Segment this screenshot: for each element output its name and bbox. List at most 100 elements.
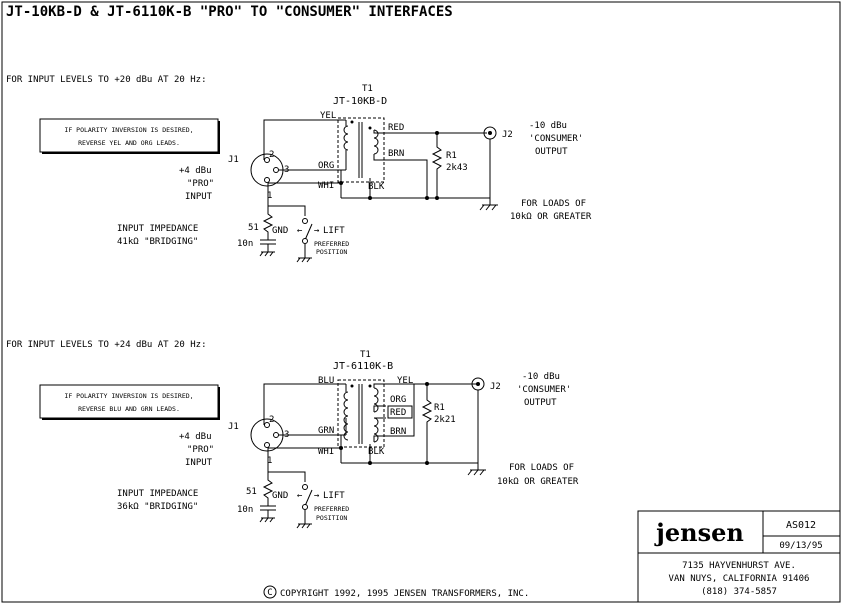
polarity-note-line-2: REVERSE YEL AND ORG LEADS. — [78, 139, 180, 147]
r1-value: 2k43 — [446, 163, 468, 173]
j1-pin-3 — [273, 432, 279, 438]
wire-brn — [373, 384, 415, 442]
transformer-outline — [337, 117, 385, 183]
document-number: AS012 — [786, 520, 816, 531]
r1-ref: R1 — [446, 151, 457, 161]
circuit-2-heading: FOR INPUT LEVELS TO +24 dBu AT 20 Hz: — [6, 340, 206, 350]
r1-value: 2k21 — [434, 415, 456, 425]
wire-yel-out — [373, 383, 478, 388]
input-label: INPUT — [185, 458, 213, 468]
wire-brn — [373, 154, 428, 198]
pin-1-label: 1 — [267, 191, 272, 201]
resistor-51 — [262, 206, 274, 240]
lead-org: ORG — [390, 395, 406, 405]
lead-yel: YEL — [397, 376, 413, 386]
lead-blk: BLK — [368, 447, 385, 457]
transformer-outline — [337, 379, 385, 448]
gnd-label: GND — [272, 491, 288, 501]
pin-2-label: 2 — [269, 150, 274, 160]
capacitor-value: 10n — [237, 505, 253, 515]
primary-winding — [343, 391, 349, 441]
arrow-right-icon: → — [314, 226, 320, 236]
lead-brn: BRN — [388, 149, 404, 159]
impedance-line-2: 36kΩ "BRIDGING" — [117, 502, 198, 512]
output-consumer: 'CONSUMER' — [517, 385, 571, 395]
lead-brn: BRN — [390, 427, 406, 437]
address-line-2: VAN NUYS, CALIFORNIA 91406 — [669, 574, 810, 584]
red-lead-box — [387, 405, 413, 419]
output-level: -10 dBu — [529, 121, 567, 131]
input-pro: "PRO" — [187, 179, 214, 189]
resistor-value: 51 — [246, 487, 257, 497]
transformer-ref: T1 — [360, 350, 371, 360]
lead-red: RED — [390, 408, 406, 418]
document-date: 09/13/95 — [779, 541, 822, 551]
preferred-line-2: POSITION — [316, 514, 347, 522]
j1-pin-1 — [264, 177, 270, 183]
j2-label: J2 — [502, 130, 513, 140]
j2-label: J2 — [490, 382, 501, 392]
lift-switch[interactable] — [304, 223, 313, 241]
lift-switch[interactable] — [304, 489, 313, 507]
title-block: jensen AS012 09/13/95 7135 HAYVENHURST A… — [637, 510, 841, 603]
jensen-logo: jensen — [654, 518, 744, 547]
switch-contact-top — [302, 484, 308, 490]
impedance-line-2: 41kΩ "BRIDGING" — [117, 237, 198, 247]
polarity-note-line-2: REVERSE BLU AND GRN LEADS. — [78, 405, 180, 413]
preferred-line-1: PREFERRED — [314, 240, 349, 248]
circuit-2: FOR INPUT LEVELS TO +24 dBu AT 20 Hz: T1… — [6, 340, 579, 529]
arrow-left-icon: ← — [297, 491, 303, 501]
polarity-note-box — [39, 118, 219, 153]
arrow-right-icon: → — [314, 491, 320, 501]
j1-label: J1 — [228, 155, 239, 165]
circuit-1: FOR INPUT LEVELS TO +20 dBu AT 20 Hz: T1… — [6, 75, 592, 263]
secondary-winding-b — [373, 417, 379, 443]
address-line-3: (818) 374-5857 — [701, 587, 777, 597]
switch-contact-bottom — [302, 504, 308, 510]
input-level: +4 dBu — [179, 432, 212, 442]
lead-blk: BLK — [368, 182, 385, 192]
lift-label: LIFT — [323, 491, 345, 501]
gnd-label: GND — [272, 226, 288, 236]
output-level: -10 dBu — [522, 372, 560, 382]
output-label: OUTPUT — [535, 147, 568, 157]
copyright-icon — [263, 585, 277, 599]
lead-whi: WHI — [318, 447, 334, 457]
lead-blu: BLU — [318, 376, 334, 386]
lead-yel: YEL — [320, 111, 336, 121]
polarity-note-box — [39, 384, 219, 419]
wire-blk-gnd — [369, 444, 478, 464]
pin-1-label: 1 — [267, 456, 272, 466]
resistor-value: 51 — [248, 223, 259, 233]
j1-pin-1 — [264, 442, 270, 448]
drawing-title: JT-10KB-D & JT-6110K-B "PRO" TO "CONSUME… — [6, 4, 453, 20]
output-consumer: 'CONSUMER' — [529, 134, 583, 144]
transformer-model: JT-10KB-D — [333, 96, 387, 107]
lead-red: RED — [388, 123, 404, 133]
r1-ref: R1 — [434, 403, 445, 413]
lift-label: LIFT — [323, 226, 345, 236]
wire-pin2-blu — [263, 383, 346, 425]
impedance-line-1: INPUT IMPEDANCE — [117, 224, 198, 234]
secondary-winding — [373, 129, 379, 155]
resistor-r1 — [431, 133, 443, 198]
loads-line-1: FOR LOADS OF — [509, 463, 574, 473]
wire-blk-gnd — [369, 178, 490, 199]
preferred-line-2: POSITION — [316, 248, 347, 256]
wire-red-out — [373, 130, 487, 134]
wire-pin2-yel — [263, 119, 346, 160]
impedance-line-1: INPUT IMPEDANCE — [117, 489, 198, 499]
pin-2-label: 2 — [269, 415, 274, 425]
j1-pin-3 — [273, 167, 279, 173]
switch-contact-top — [302, 218, 308, 224]
resistor-51 — [262, 472, 274, 506]
lead-grn: GRN — [318, 426, 334, 436]
input-label: INPUT — [185, 192, 213, 202]
arrow-left-icon: ← — [297, 226, 303, 236]
resistor-r1 — [421, 384, 433, 463]
copyright-symbol: C — [267, 588, 272, 598]
transformer-model: JT-6110K-B — [333, 361, 393, 372]
primary-winding — [343, 125, 349, 151]
